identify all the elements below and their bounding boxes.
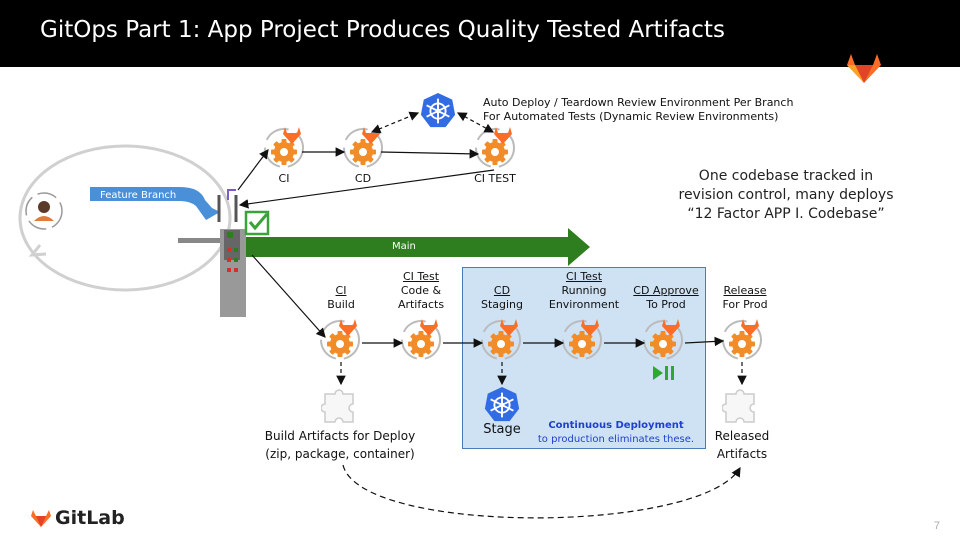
play-pause-icon [653, 366, 674, 380]
released-artifacts-label: Released Artifacts [714, 429, 770, 461]
codebase-note: One codebase tracked in revision control… [678, 168, 894, 222]
cd-note: Continuous Deployment to production elim… [537, 420, 695, 445]
stage-environment-label: Stage [483, 422, 521, 437]
page-title: GitOps Part 1: App Project Produces Qual… [40, 17, 725, 43]
pipeline-stage-cd-approve: CD Approve To Prod [633, 284, 699, 311]
main-branch-label: Main [392, 241, 416, 252]
gear-icon [320, 318, 360, 360]
stage-label-ci-test: CI TEST [474, 172, 516, 185]
gear-icon [481, 318, 521, 360]
title-bar: GitOps Part 1: App Project Produces Qual… [0, 0, 960, 67]
gitlab-brand: GitLab [55, 507, 125, 529]
gear-icon [401, 318, 441, 360]
main-branch-arrow [238, 228, 590, 266]
gitlab-logo-icon [31, 510, 51, 527]
pipeline-stage-ci-build: CI Build [327, 284, 355, 311]
build-artifacts-label: Build Artifacts for Deploy (zip, package… [264, 429, 416, 461]
puzzle-icon [321, 389, 354, 423]
kubernetes-icon [419, 92, 457, 129]
gitlab-fox-icon [847, 54, 881, 83]
feature-branch-label: Feature Branch [100, 190, 177, 201]
pipeline-stage-cd-staging: CD Staging [480, 284, 524, 311]
gear-icon [264, 126, 304, 168]
pipeline-diagram [18, 92, 762, 527]
gear-icon [343, 126, 383, 168]
gear-icon [562, 318, 602, 360]
feature-branch-arrow [90, 187, 220, 220]
developer-avatar-icon [25, 192, 63, 230]
pipeline-stage-ci-test-running: CI Test Running Environment [548, 270, 620, 311]
iteration-loop [18, 144, 232, 292]
gear-icon [722, 318, 762, 360]
checkmark-icon [244, 210, 270, 236]
gear-icon [475, 126, 515, 168]
stage-label-cd: CD [354, 172, 372, 185]
gear-icon [643, 318, 683, 360]
puzzle-icon [722, 389, 755, 423]
stage-label-ci: CI [278, 172, 290, 185]
kubernetes-icon [483, 386, 521, 423]
pipeline-stage-release: Release For Prod [722, 284, 768, 311]
review-env-note: Auto Deploy / Teardown Review Environmen… [483, 96, 794, 123]
pipeline-stage-ci-test-code: CI Test Code & Artifacts [397, 270, 445, 311]
page-number: 7 [933, 520, 940, 532]
turnstile-icon [178, 189, 246, 317]
